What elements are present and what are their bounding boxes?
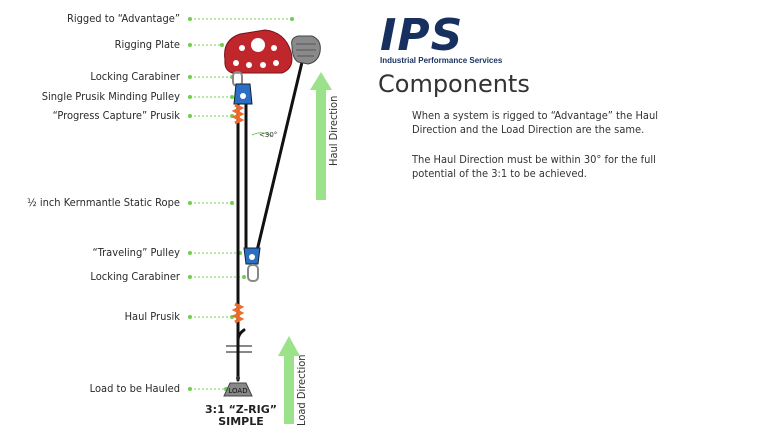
rig-caption: 3:1 “Z-RIG” SIMPLE [196, 404, 286, 428]
label-locking-carabiner-top: Locking Carabiner [90, 70, 180, 83]
label-traveling-pulley: “Traveling” Pulley [92, 246, 180, 259]
haul-direction-text: Haul Direction [327, 96, 340, 166]
load-tag: LOAD [228, 387, 247, 395]
label-rigging-plate: Rigging Plate [114, 38, 180, 51]
label-haul-prusik: Haul Prusik [124, 310, 180, 323]
load-direction-arrow-icon [278, 336, 300, 424]
paragraph-advantage: When a system is rigged to “Advantage” t… [412, 109, 658, 136]
caption-line1: 3:1 “Z-RIG” [205, 403, 277, 416]
rope-lines [236, 56, 305, 382]
label-locking-carabiner-bottom: Locking Carabiner [90, 270, 180, 283]
anchor-hand-icon [291, 35, 321, 65]
ips-logo: IPS Industrial Performance Services [380, 14, 520, 69]
leader-lines [190, 18, 292, 390]
haul-direction-arrow-icon [310, 72, 332, 200]
carabiner-bottom-icon [247, 264, 259, 282]
paragraph-haul-angle: The Haul Direction must be within 30° fo… [412, 153, 656, 180]
rigging-plate-icon [224, 29, 293, 74]
load-icon: LOAD [223, 376, 253, 397]
angle-arc [251, 132, 273, 137]
haul-prusik-icon [231, 302, 245, 324]
logo-subtitle: Industrial Performance Services [380, 56, 503, 65]
logo-wordmark: IPS [380, 10, 464, 61]
rope-haul-line [254, 56, 305, 257]
rope-prusik-link [236, 328, 246, 342]
page-title: Components [378, 70, 530, 98]
label-progress-capture: “Progress Capture” Prusik [52, 109, 180, 122]
load-direction-text: Load Direction [295, 354, 308, 426]
progress-capture-prusik-icon [231, 103, 245, 125]
label-minding-pulley: Single Prusik Minding Pulley [41, 90, 180, 103]
caption-line2: SIMPLE [218, 415, 264, 428]
label-rope: ½ inch Kernmantle Static Rope [27, 196, 180, 209]
label-rigged-advantage: Rigged to “Advantage” [67, 12, 180, 25]
minding-pulley-icon [233, 83, 253, 105]
label-load: Load to be Hauled [89, 382, 180, 395]
traveling-pulley-icon [243, 247, 261, 265]
angle-text: <30° [259, 131, 277, 139]
